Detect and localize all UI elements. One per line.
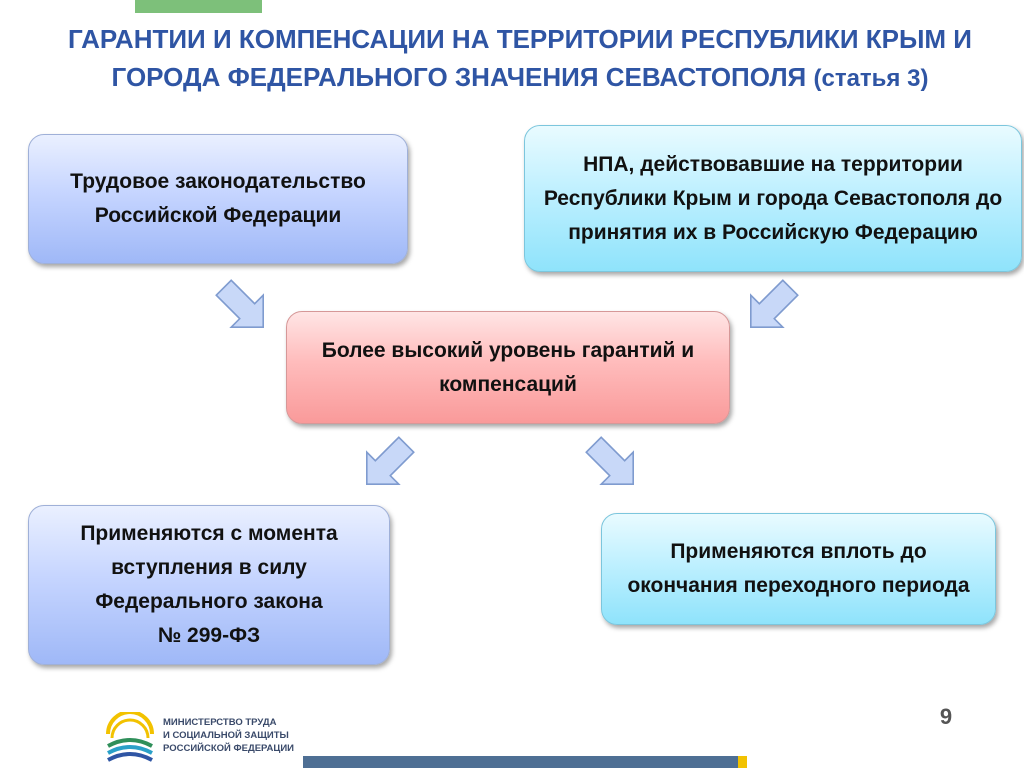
arrow-down-right-icon [215, 279, 264, 328]
slide-title-main: ГАРАНТИИ И КОМПЕНСАЦИИ НА ТЕРРИТОРИИ РЕС… [67, 24, 972, 92]
arrow-down-right-icon [585, 436, 634, 485]
node-labor-law: Трудовое законодательство Российской Фед… [28, 134, 408, 264]
ministry-name-line3: РОССИЙСКОЙ ФЕДЕРАЦИИ [163, 743, 295, 754]
node-apply-until: Применяются вплоть до окончания переходн… [601, 513, 996, 625]
slide-title: ГАРАНТИИ И КОМПЕНСАЦИИ НА ТЕРРИТОРИИ РЕС… [40, 20, 1000, 98]
node-npa: НПА, действовавшие на территории Республ… [524, 125, 1022, 272]
ministry-name-line2: И СОЦИАЛЬНОЙ ЗАЩИТЫ [163, 730, 289, 741]
bottom-bar [303, 756, 738, 768]
arrow-down-left-icon [366, 436, 415, 485]
page-number: 9 [939, 704, 953, 729]
node-labor-law-label: Трудовое законодательство Российской Фед… [70, 170, 366, 227]
node-apply-until-label: Применяются вплоть до окончания переходн… [627, 540, 970, 597]
ministry-name: МИНИСТЕРСТВО ТРУДА И СОЦИАЛЬНОЙ ЗАЩИТЫ Р… [163, 716, 294, 755]
node-npa-label: НПА, действовавшие на территории Республ… [543, 152, 1003, 244]
arrow-down-left-icon [750, 279, 799, 328]
node-higher-level: Более высокий уровень гарантий и компенс… [286, 311, 730, 424]
node-apply-from: Применяются с момента вступления в силу … [28, 505, 390, 665]
node-apply-from-label: Применяются с момента вступления в силу … [80, 522, 338, 613]
ministry-logo-icon [106, 712, 154, 762]
bottom-bar-accent [738, 756, 747, 768]
node-apply-from-law-number: № 299-ФЗ [157, 624, 261, 647]
ministry-name-line1: МИНИСТЕРСТВО ТРУДА [163, 717, 277, 728]
node-higher-level-label: Более высокий уровень гарантий и компенс… [321, 338, 695, 396]
slide-title-suffix: (статья 3) [813, 65, 929, 92]
top-accent-bar [135, 0, 262, 13]
